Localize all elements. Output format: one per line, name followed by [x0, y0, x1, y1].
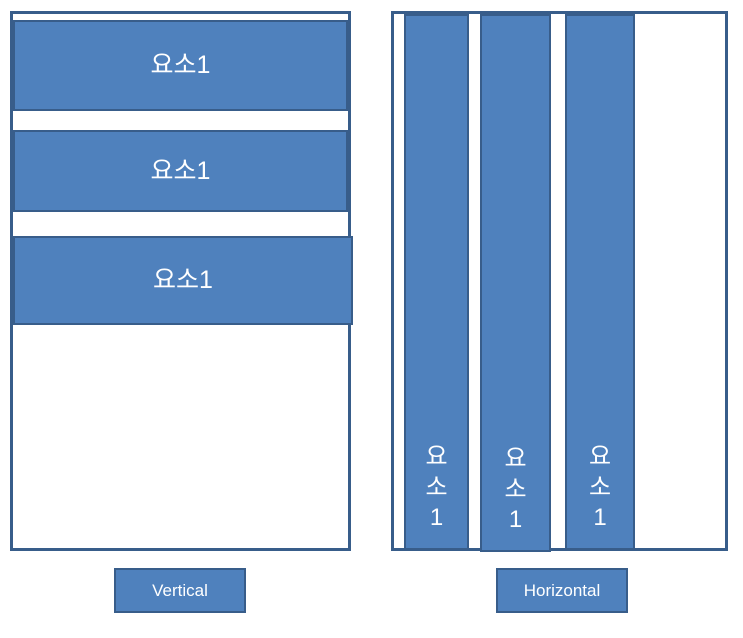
vertical-element-3[interactable]: 요소1 — [13, 236, 353, 325]
horizontal-element-3-char-2: 소 — [588, 473, 612, 501]
vertical-element-3-label: 요소1 — [153, 266, 213, 294]
vertical-button-label: Vertical — [152, 580, 208, 600]
horizontal-element-2-char-1: 요 — [504, 444, 527, 472]
horizontal-element-3[interactable]: 요 소 1 — [565, 14, 635, 550]
horizontal-element-3-char-1: 요 — [588, 442, 612, 470]
horizontal-element-2-char-2: 소 — [504, 475, 527, 503]
horizontal-button[interactable]: Horizontal — [496, 568, 628, 613]
horizontal-button-label: Horizontal — [523, 580, 601, 600]
horizontal-element-1-char-3: 1 — [429, 504, 444, 532]
horizontal-element-3-char-3: 1 — [593, 504, 607, 532]
vertical-button[interactable]: Vertical — [114, 568, 246, 613]
horizontal-element-2-char-3: 1 — [508, 506, 523, 534]
vertical-element-2[interactable]: 요소1 — [13, 130, 348, 212]
horizontal-element-1-char-1: 요 — [425, 442, 448, 470]
horizontal-element-1-char-2: 소 — [425, 473, 448, 501]
vertical-element-1[interactable]: 요소1 — [13, 20, 348, 111]
horizontal-element-2[interactable]: 요 소 1 — [480, 14, 551, 552]
vertical-element-1-label: 요소1 — [150, 51, 211, 79]
horizontal-element-1[interactable]: 요 소 1 — [404, 14, 469, 550]
vertical-element-2-label: 요소1 — [150, 156, 211, 185]
